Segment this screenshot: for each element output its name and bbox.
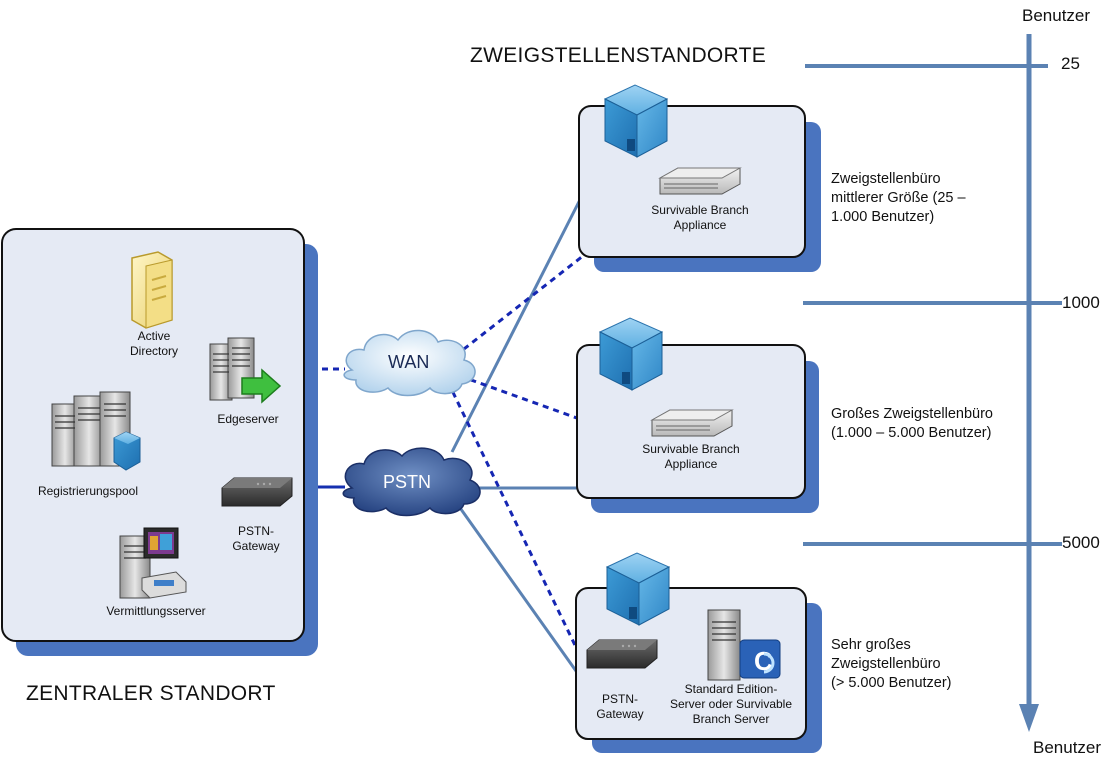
- branch-3-description: Sehr großes Zweigstellenbüro (> 5.000 Be…: [831, 637, 952, 691]
- branch-1-description: Zweigstellenbüro mittlerer Größe (25 – 1…: [831, 171, 966, 225]
- active-directory-label: Active Directory: [129, 329, 178, 358]
- mediation-server-icon: [119, 527, 187, 599]
- branch-sites-title: ZWEIGSTELLENSTANDORTE: [470, 44, 767, 67]
- branch-3: [575, 587, 822, 753]
- wan-label: WAN: [388, 352, 430, 372]
- edge-server-label: Edgeserver: [217, 412, 279, 426]
- axis-bottom-label: Benutzer: [1033, 738, 1102, 757]
- registrar-pool-label: Registrierungspool: [37, 484, 139, 498]
- solid-links: [318, 179, 592, 686]
- central-box: [1, 228, 305, 642]
- mediation-server-label: Vermittlungsserver: [106, 604, 206, 618]
- standard-edition-server-icon: C: [707, 609, 781, 681]
- wan-cloud: [343, 329, 476, 397]
- link-wan-branch3: [446, 381, 588, 669]
- branch-3-box: [575, 587, 807, 740]
- axis-tick-25: 25: [1061, 54, 1080, 73]
- building-icon: [603, 84, 669, 158]
- link-wan-branch1: [454, 250, 589, 358]
- axis-tick-5000: 5000: [1062, 533, 1100, 552]
- pstn-gateway-label: PSTN- Gateway: [232, 524, 280, 553]
- central-site-title: ZENTRALER STANDORT: [26, 682, 276, 705]
- link-wan-branch2: [459, 374, 589, 424]
- building-icon: [598, 317, 664, 391]
- link-pstn-branch3: [456, 504, 588, 686]
- branch-2-device-label: Survivable Branch Appliance: [642, 442, 740, 471]
- link-pstn-branch1: [450, 179, 592, 453]
- axis-top-label: Benutzer: [1022, 6, 1091, 25]
- appliance-icon: [650, 409, 734, 437]
- appliance-icon: [658, 167, 742, 195]
- dashed-links: [322, 250, 589, 669]
- building-icon: [605, 552, 671, 626]
- axis-tick-1000: 1000: [1062, 293, 1100, 312]
- pstn-cloud: [342, 447, 481, 517]
- branch-1-device-label: Survivable Branch Appliance: [651, 203, 749, 232]
- branch-3-gateway-label: PSTN- Gateway: [596, 692, 644, 721]
- pstn-label: PSTN: [383, 472, 432, 492]
- axis-arrow: [1019, 704, 1039, 732]
- branch-3-server-label: Standard Edition- Server oder Survivable…: [669, 682, 793, 726]
- active-directory-icon: [131, 251, 173, 329]
- branch-pstn-gateway-icon: [586, 639, 658, 669]
- branch-2-description: Großes Zweigstellenbüro (1.000 – 5.000 B…: [831, 406, 993, 441]
- edge-server-icon: [209, 337, 282, 404]
- user-scale-axis: [803, 34, 1062, 732]
- pstn-gateway-icon: [221, 477, 293, 507]
- registrar-pool-icon: [51, 391, 141, 471]
